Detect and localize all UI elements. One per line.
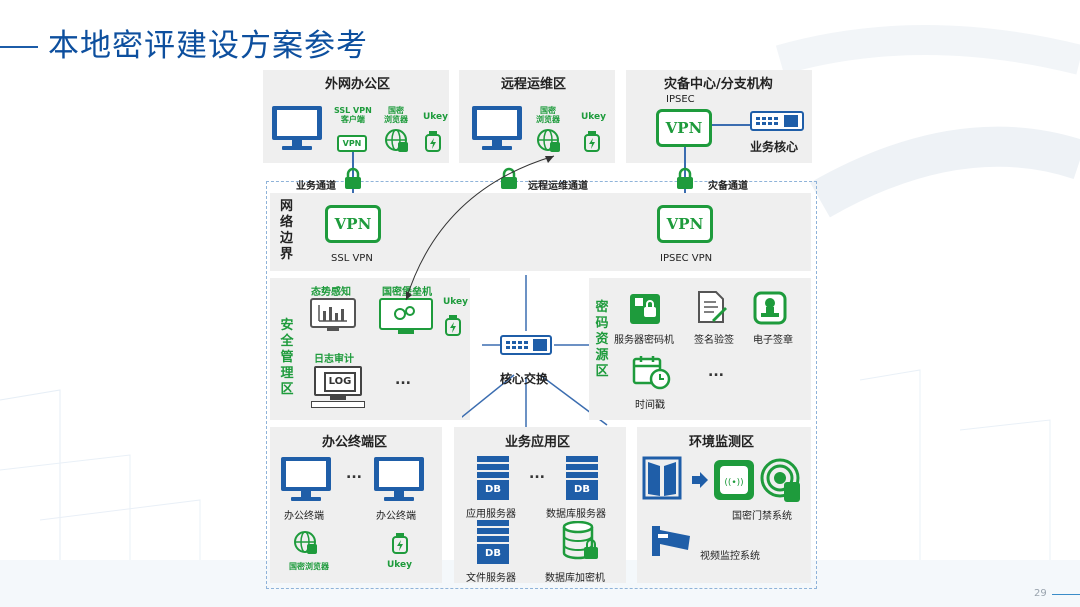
backup-vpn-device: VPN [656, 109, 712, 147]
ukey-label: Ukey [581, 112, 607, 122]
file-server-icon: DB [477, 520, 509, 564]
ssl-vpn-gateway: VPN [325, 205, 381, 243]
remote-ops-channel-label: 远程运维通道 [528, 181, 588, 192]
more-items: ... [708, 364, 724, 380]
keyboard-icon [311, 401, 365, 408]
e-seal-label: 电子签章 [753, 335, 793, 346]
arrow-right-icon [692, 472, 708, 488]
lock-icon [501, 167, 517, 189]
db-server-label: 数据库服务器 [546, 509, 606, 520]
more-items: ... [529, 466, 545, 482]
log-audit-monitor-icon: LOG [314, 366, 362, 396]
ukey-label: Ukey [423, 112, 449, 122]
backup-link-line [712, 124, 752, 126]
lock-icon [345, 167, 361, 189]
cctv-camera-icon [652, 526, 690, 556]
zone-security-mgmt [270, 278, 470, 420]
ukey-icon [392, 533, 408, 554]
more-items: ... [395, 372, 411, 388]
ssl-vpn-client-label: SSL VPN 客户端 [334, 106, 372, 124]
db-server-icon: DB [566, 456, 598, 500]
card-reader-icon: ((•)) [714, 460, 754, 500]
log-monitor-stand [330, 396, 346, 400]
guomi-browser-icon [537, 129, 560, 152]
office-terminal-2-label: 办公终端 [376, 511, 416, 522]
timestamp-icon [632, 356, 671, 390]
zone-env-monitor [637, 427, 811, 583]
app-server-label: 应用服务器 [466, 509, 516, 520]
ipsec-label: IPSEC [666, 94, 695, 105]
pc-icon [272, 106, 322, 150]
page-title: 本地密评建设方案参考 [48, 28, 368, 64]
log-text-badge: LOG [324, 372, 356, 392]
ukey-icon [584, 131, 600, 152]
pc-icon [374, 457, 424, 501]
zone-office-terminal [270, 427, 442, 583]
ipsec-vpn-label: IPSEC VPN [660, 253, 713, 264]
pc-icon [472, 106, 522, 150]
ukey-label: Ukey [387, 560, 413, 570]
ukey-icon [425, 131, 441, 152]
zone-external-office-title: 外网办公区 [325, 77, 391, 92]
db-encryptor-label: 数据库加密机 [545, 573, 605, 584]
office-terminal-1-label: 办公终端 [284, 511, 324, 522]
server-cipher-icon [630, 294, 660, 324]
db-badge: DB [477, 544, 509, 564]
business-channel-label: 业务通道 [296, 181, 336, 192]
guomi-browser-label: 国密浏览器 [289, 562, 329, 571]
lock-icon [677, 167, 693, 189]
e-seal-icon [753, 291, 787, 325]
guomi-browser-label: 国密 浏览器 [384, 106, 408, 124]
db-badge: DB [566, 480, 598, 500]
situation-awareness-label: 态势感知 [311, 287, 351, 298]
door-icon [642, 456, 682, 500]
vpn-client-icon: VPN [337, 135, 367, 152]
app-server-icon: DB [477, 456, 509, 500]
page-number-line [1052, 594, 1080, 595]
backup-channel-line [684, 147, 686, 205]
db-badge: DB [477, 480, 509, 500]
page-number: 29 [1034, 588, 1047, 599]
core-switch-label: 核心交换 [500, 372, 549, 386]
log-audit-label: 日志审计 [314, 354, 354, 365]
sign-verify-label: 签名验签 [694, 335, 734, 346]
guomi-browser-icon [294, 531, 317, 554]
svg-text:((•)): ((•)) [724, 478, 743, 488]
guomi-browser-icon [385, 129, 408, 152]
zone-remote-ops-title: 远程运维区 [501, 77, 567, 92]
more-items: ... [346, 466, 362, 482]
security-mgmt-title: 安全管理区 [280, 318, 294, 397]
business-core-switch-icon [750, 111, 804, 131]
ipsec-vpn-gateway: VPN [657, 205, 713, 243]
pc-icon [281, 457, 331, 501]
access-control-label: 国密门禁系统 [732, 511, 792, 522]
title-accent-line [0, 46, 38, 48]
core-switch-icon [500, 335, 552, 355]
sign-verify-icon [698, 291, 727, 323]
ukey-label: Ukey [443, 297, 469, 307]
file-server-label: 文件服务器 [466, 573, 516, 584]
server-cipher-label: 服务器密码机 [614, 335, 674, 346]
office-terminal-title: 办公终端区 [322, 435, 388, 450]
ukey-icon [445, 315, 461, 336]
guomi-browser-label: 国密 浏览器 [536, 106, 560, 124]
nfc-card-icon [760, 458, 800, 502]
zone-backup-center-title: 灾备中心/分支机构 [664, 77, 773, 92]
env-monitor-title: 环境监测区 [689, 435, 755, 450]
video-surveillance-label: 视频监控系统 [700, 551, 760, 562]
network-border-title: 网络边界 [280, 199, 294, 262]
internal-network-boundary [266, 181, 817, 589]
ssl-vpn-label: SSL VPN [331, 253, 373, 264]
situation-awareness-monitor-icon [310, 298, 356, 331]
business-app-title: 业务应用区 [505, 435, 571, 450]
timestamp-label: 时间戳 [635, 400, 665, 411]
backup-channel-label: 灾备通道 [708, 181, 748, 192]
business-core-label: 业务核心 [750, 140, 799, 154]
db-encryptor-icon [562, 521, 598, 560]
crypto-resource-title: 密码资源区 [595, 300, 609, 379]
remote-ops-link-curve [405, 155, 555, 301]
